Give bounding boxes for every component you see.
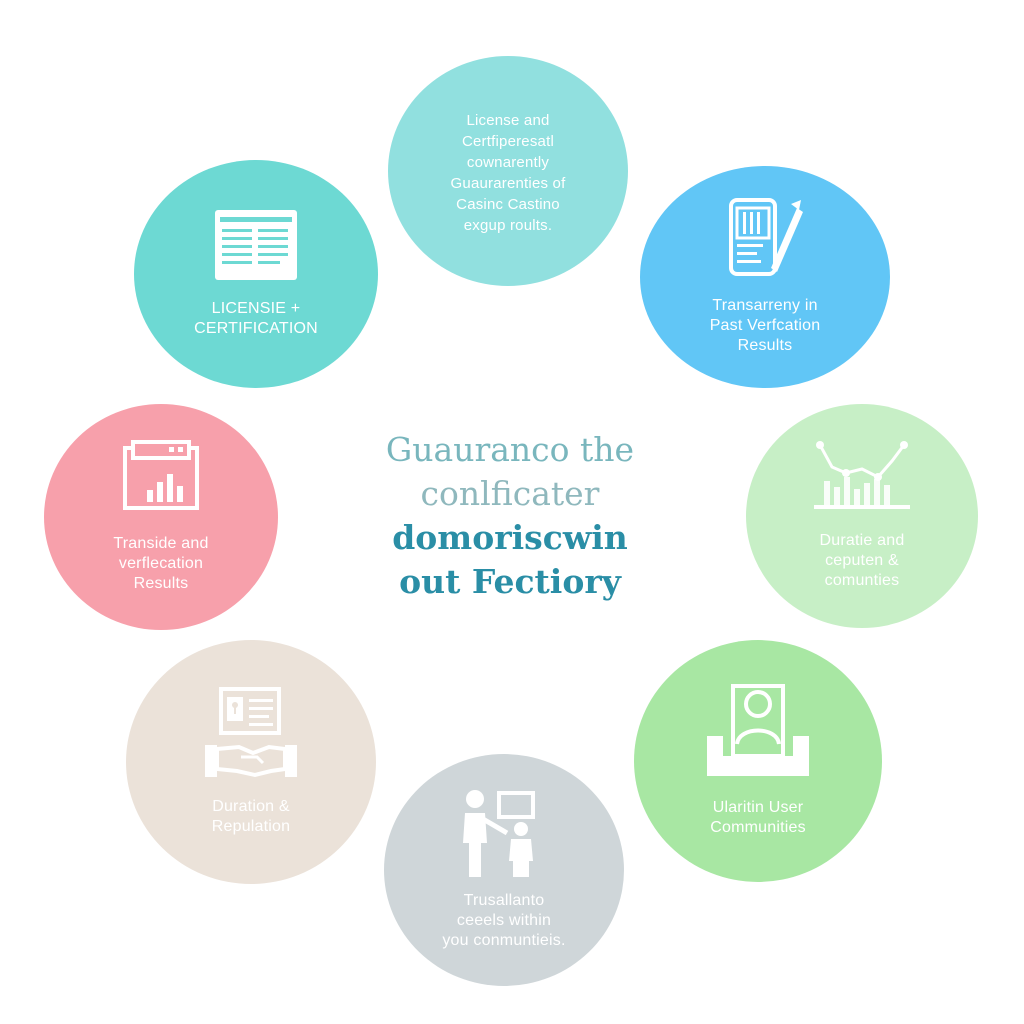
node-label: LICENSIE + CERTIFICATION [194,300,318,337]
line-chart-icon [814,441,910,509]
node-trust-communities: Trusallanto ceeels within you conmuntiei… [384,754,624,986]
node-label: Duration & Repulation [211,798,291,835]
node-transparency: Transarreny in Past Verfcation Results [640,166,890,388]
handshake-document-icon [205,687,297,778]
title-line-4: out Fectiory [399,562,621,601]
node-duration-communities: Duratie and ceputen & comunties [746,404,978,628]
node-label: Trusallanto ceeels within you conmuntiei… [442,892,566,949]
node-verification-results: Transide and verflecation Results [44,404,278,630]
title-line-1: Guauranco the [385,430,635,469]
node-user-communities: Ularitin User Communities [634,640,882,882]
node-label: Transide and verflecation Results [113,535,209,592]
center-title: Guauranco the conlficater domoriscwin ou… [360,428,660,604]
node-label: Transarreny in Past Verfcation Results [709,297,821,354]
node-label: Ularitin User Communities [710,799,806,836]
node-label: License and Certfiperesatl cownarently G… [450,112,566,234]
document-list-icon [215,210,297,280]
node-license-guarantees: License and Certfiperesatl cownarently G… [388,56,628,286]
title-line-3: domoriscwin [392,518,628,557]
user-chair-icon [707,684,809,776]
people-board-icon [463,790,535,877]
bar-chart-panel-icon [123,440,199,510]
node-label: Duratie and ceputen & comunties [819,532,905,589]
node-duration-reputation: Duration & Repulation [126,640,376,884]
node-license-certification: LICENSIE + CERTIFICATION [134,160,378,388]
title-line-2: conlficater [420,474,600,513]
tablet-pen-icon [729,198,803,276]
